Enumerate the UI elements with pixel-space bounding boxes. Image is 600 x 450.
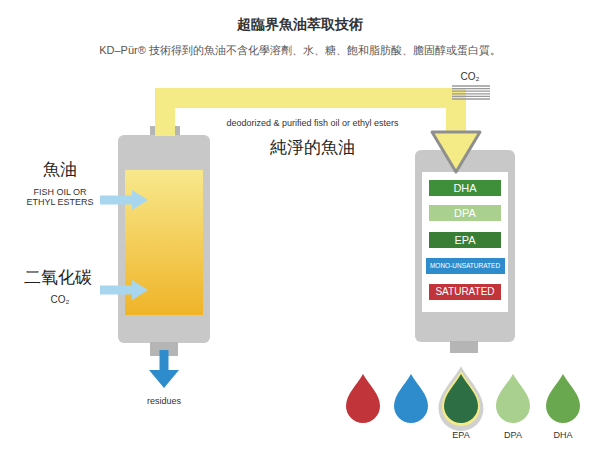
fatty-acid-bar: DPA — [429, 205, 501, 221]
label: 魚油 — [20, 160, 100, 180]
bar-text: MONO-UNSATURATED — [430, 263, 500, 270]
residue-arrow — [160, 350, 169, 372]
label: EPA — [436, 430, 486, 440]
label: FISH OIL OR ETHYL ESTERS — [20, 187, 100, 208]
bar-text: SATURATED — [435, 287, 494, 297]
drops — [346, 366, 580, 431]
oil-drop — [496, 374, 530, 423]
collection-vessel — [415, 150, 515, 342]
label: CO₂ — [20, 294, 100, 306]
bar-text: DHA — [453, 183, 476, 194]
oil-drop — [394, 374, 428, 423]
label: 純淨的魚油 — [222, 138, 402, 158]
label: residues — [124, 396, 204, 406]
label: CO₂ — [448, 71, 492, 83]
fatty-acid-bar: DHA — [429, 180, 501, 196]
drop-halo — [439, 366, 484, 431]
label: DPA — [488, 430, 538, 440]
input-arrowhead — [132, 280, 148, 300]
fatty-acid-bar: MONO-UNSATURATED — [426, 258, 505, 274]
input-arrow — [100, 286, 134, 295]
drop-shape — [546, 374, 580, 423]
stripe — [452, 88, 490, 89]
oil-drop — [346, 374, 380, 423]
stripe — [452, 93, 490, 94]
stripe — [452, 91, 490, 92]
fatty-acid-bar: EPA — [429, 232, 501, 248]
bar-text: EPA — [454, 235, 475, 246]
title: 超臨界魚油萃取技術 — [0, 16, 600, 32]
label: DHA — [538, 430, 588, 440]
pipe-arrowhead — [432, 132, 480, 172]
oil-fill — [125, 170, 203, 315]
extraction-vessel — [118, 135, 210, 343]
drop-shape — [394, 374, 428, 423]
oil-drop — [439, 366, 484, 431]
drop-shape — [496, 374, 530, 423]
stripe — [452, 98, 490, 99]
drop-shape — [346, 374, 380, 423]
label: 二氧化碳 — [8, 268, 108, 288]
drop-ring — [442, 371, 480, 426]
transfer-pipe — [165, 98, 456, 136]
co2-stripes — [452, 86, 490, 99]
label: deodorized & purified fish oil or ethyl … — [185, 118, 440, 128]
bar-text: DPA — [454, 208, 476, 219]
input-arrow — [100, 196, 134, 205]
drop-shape — [444, 374, 478, 423]
vessel-outlet — [450, 341, 478, 353]
stripe — [452, 96, 490, 97]
fatty-acid-bar: SATURATED — [429, 284, 501, 300]
label: KD–Pür® 技術得到的魚油不含化學溶劑、水、糖、飽和脂肪酸、膽固醇或蛋白質。 — [0, 44, 600, 57]
oil-drop — [546, 374, 580, 423]
input-arrowhead — [132, 190, 148, 210]
residue-arrowhead — [149, 370, 179, 388]
stripe — [452, 85, 490, 86]
oil-panel — [422, 172, 508, 312]
